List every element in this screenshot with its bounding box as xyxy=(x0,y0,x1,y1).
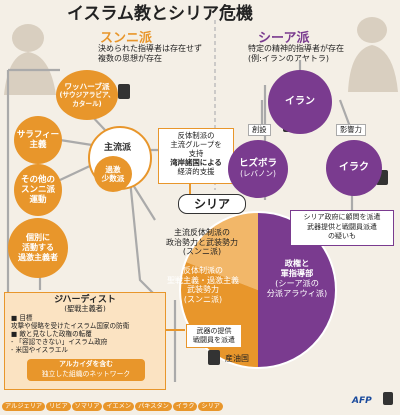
individual-extremists-circle: 個別に活動する過激主義者 xyxy=(8,218,68,278)
jihadist-subtitle: (聖戦主義者) xyxy=(64,304,106,313)
mainstream-opposition-sector xyxy=(186,212,258,290)
radical-minority-circle: 過激少数派 xyxy=(94,156,132,192)
country-pill: イラク xyxy=(172,402,198,411)
syria-label: シリア xyxy=(178,194,246,214)
country-list: アルジェリアリビアソマリアイエメンパキスタンイラクシリア xyxy=(2,393,224,412)
country-pill: リビア xyxy=(46,402,71,411)
jihadist-title: ジハーディスト xyxy=(54,295,116,305)
jihadi-opposition-text: 反体制派の聖戦主義・過激主義武装勢力(スンニ派) xyxy=(167,266,239,304)
shia-heading: シーア派 xyxy=(258,31,310,46)
country-pill: アルジェリア xyxy=(2,402,46,411)
shia-figure-silhouette xyxy=(348,17,398,92)
other-sunni-circle: その他のスンニ派運動 xyxy=(14,164,62,216)
wahhabi-circle: ワッハーブ派(サウジアラビア、カタール) xyxy=(56,70,118,120)
alqaeda-network-box: アルカイダを含む 独立した組織のネットワーク xyxy=(27,359,145,381)
country-pill: シリア xyxy=(198,402,223,411)
goal-heading: ■ 目標 xyxy=(11,314,33,322)
gulf-support-box: 反体制派の 主流グループを 支持 湾岸諸国による 経済的支援 xyxy=(158,128,234,184)
salafi-circle: サラフィー主義 xyxy=(14,116,62,164)
sunni-desc-line2: 複数の思想が存在 xyxy=(98,54,162,63)
regime-text: 政権と軍指導部(シーア派の分派アラウィ派) xyxy=(266,258,328,298)
enemy-heading: ■ 敵と見なした政権の転覆 xyxy=(11,330,92,338)
regime-sector xyxy=(258,212,336,368)
afp-credit: AFP xyxy=(352,396,372,406)
sunni-desc-line1: 決められた指導者は存在せず xyxy=(98,44,202,53)
sunni-figure-silhouette xyxy=(4,24,56,95)
enemy-item-2: - 米国やイスラエル xyxy=(11,346,69,354)
country-pill: ソマリア xyxy=(71,402,103,411)
iran-circle: イラン xyxy=(268,70,332,134)
founding-label: 創設 xyxy=(248,124,271,136)
country-pill: イエメン xyxy=(103,402,135,411)
enemy-item-1: - 「容認できない」イスラム政府 xyxy=(11,338,108,346)
mainstream-label: 主流派 xyxy=(104,143,132,153)
sunni-heading: スンニ派 xyxy=(100,31,153,46)
hezbollah-circle: ヒズボラ(レバノン) xyxy=(228,140,288,198)
jihadist-box: ジハーディスト (聖戦主義者) ■ 目標 攻撃や侵略を受けたイスラム国家の防衛 … xyxy=(4,292,166,390)
shia-desc-line1: 特定の精神的指導者が存在 xyxy=(248,44,344,53)
iraq-circle: イラク xyxy=(326,140,382,196)
mainstream-opposition-text: 主流反体制派の政治勢力と武装勢力(スンニ派) xyxy=(166,228,238,256)
iraq-support-box: シリア政府に顧問を派遣武器提供と戦闘員派遣の疑いも xyxy=(290,210,394,246)
oil-legend-label: 産油国 xyxy=(225,354,249,363)
shia-desc-line2: (例:イランのアヤトラ) xyxy=(248,54,329,63)
influence-label: 影響力 xyxy=(336,124,366,136)
weapons-fighters-box: 武器の提供戦闘員を派遣 xyxy=(186,324,242,348)
page-title: イスラム教とシリア危機 xyxy=(67,4,253,24)
goal-text: 攻撃や侵略を受けたイスラム国家の防衛 xyxy=(11,322,130,330)
country-pill: パキスタン xyxy=(135,402,172,411)
